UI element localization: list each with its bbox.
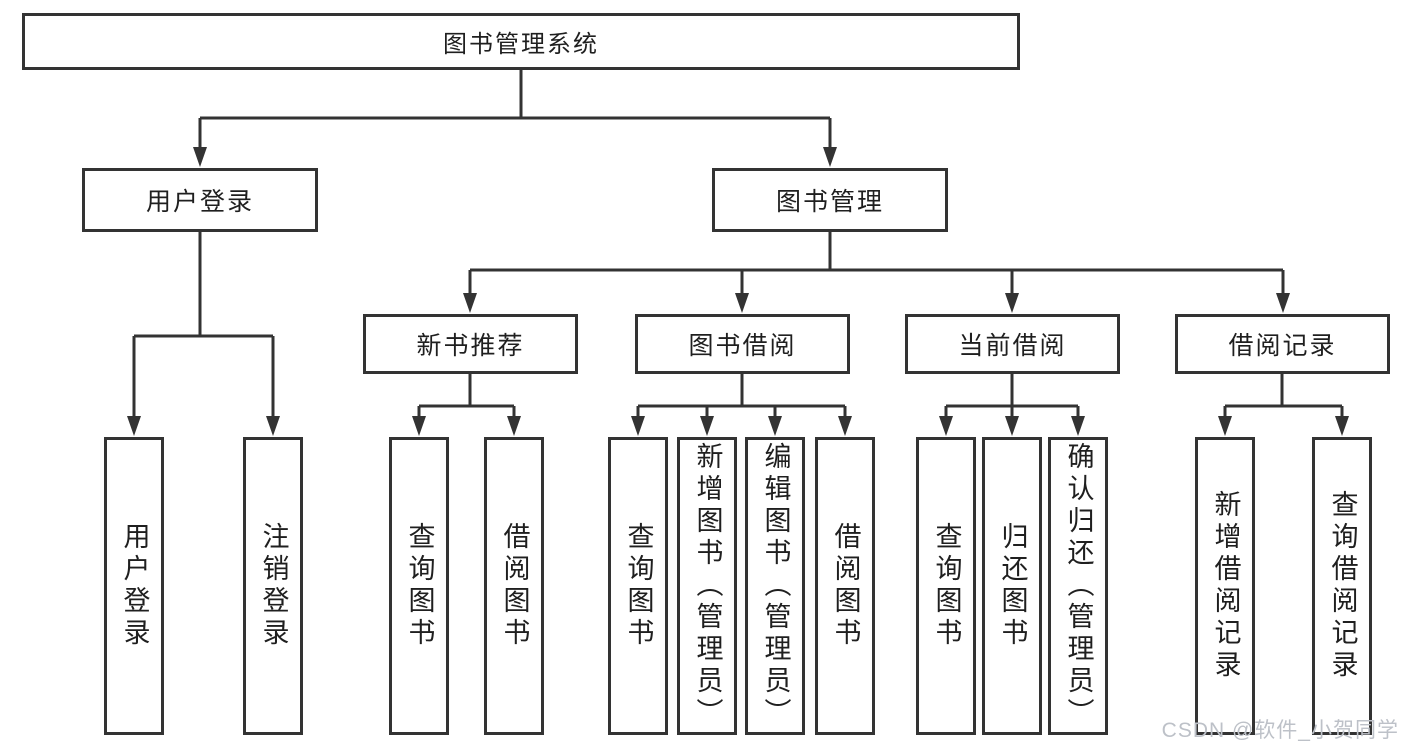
- node-leaf-add-borrow-record: 新增借阅记录: [1195, 437, 1255, 735]
- node-leaf-return-book: 归还图书: [982, 437, 1042, 735]
- node-leaf-query-borrow-record: 查询借阅记录: [1312, 437, 1372, 735]
- node-book-management: 图书管理: [712, 168, 948, 232]
- node-leaf-borrow-books-borrowing: 借阅图书: [815, 437, 875, 735]
- node-root: 图书管理系统: [22, 13, 1020, 70]
- node-leaf-borrow-books-recommend: 借阅图书: [484, 437, 544, 735]
- node-book-borrowing: 图书借阅: [635, 314, 850, 374]
- node-borrow-records: 借阅记录: [1175, 314, 1390, 374]
- node-leaf-query-books-borrowing: 查询图书: [608, 437, 668, 735]
- watermark: CSDN @软件_小贺同学: [1161, 719, 1399, 742]
- node-new-book-recommend: 新书推荐: [363, 314, 578, 374]
- node-leaf-user-login: 用户登录: [104, 437, 164, 735]
- arrowheads: [127, 147, 1349, 436]
- node-leaf-confirm-return-admin: 确认归还（管理员）: [1048, 437, 1108, 735]
- node-user-login: 用户登录: [82, 168, 318, 232]
- node-leaf-logout: 注销登录: [243, 437, 303, 735]
- node-current-borrowing: 当前借阅: [905, 314, 1120, 374]
- node-leaf-edit-book-admin: 编辑图书（管理员）: [745, 437, 805, 735]
- node-leaf-query-books-current: 查询图书: [916, 437, 976, 735]
- node-leaf-add-book-admin: 新增图书（管理员）: [677, 437, 737, 735]
- node-leaf-query-books-recommend: 查询图书: [389, 437, 449, 735]
